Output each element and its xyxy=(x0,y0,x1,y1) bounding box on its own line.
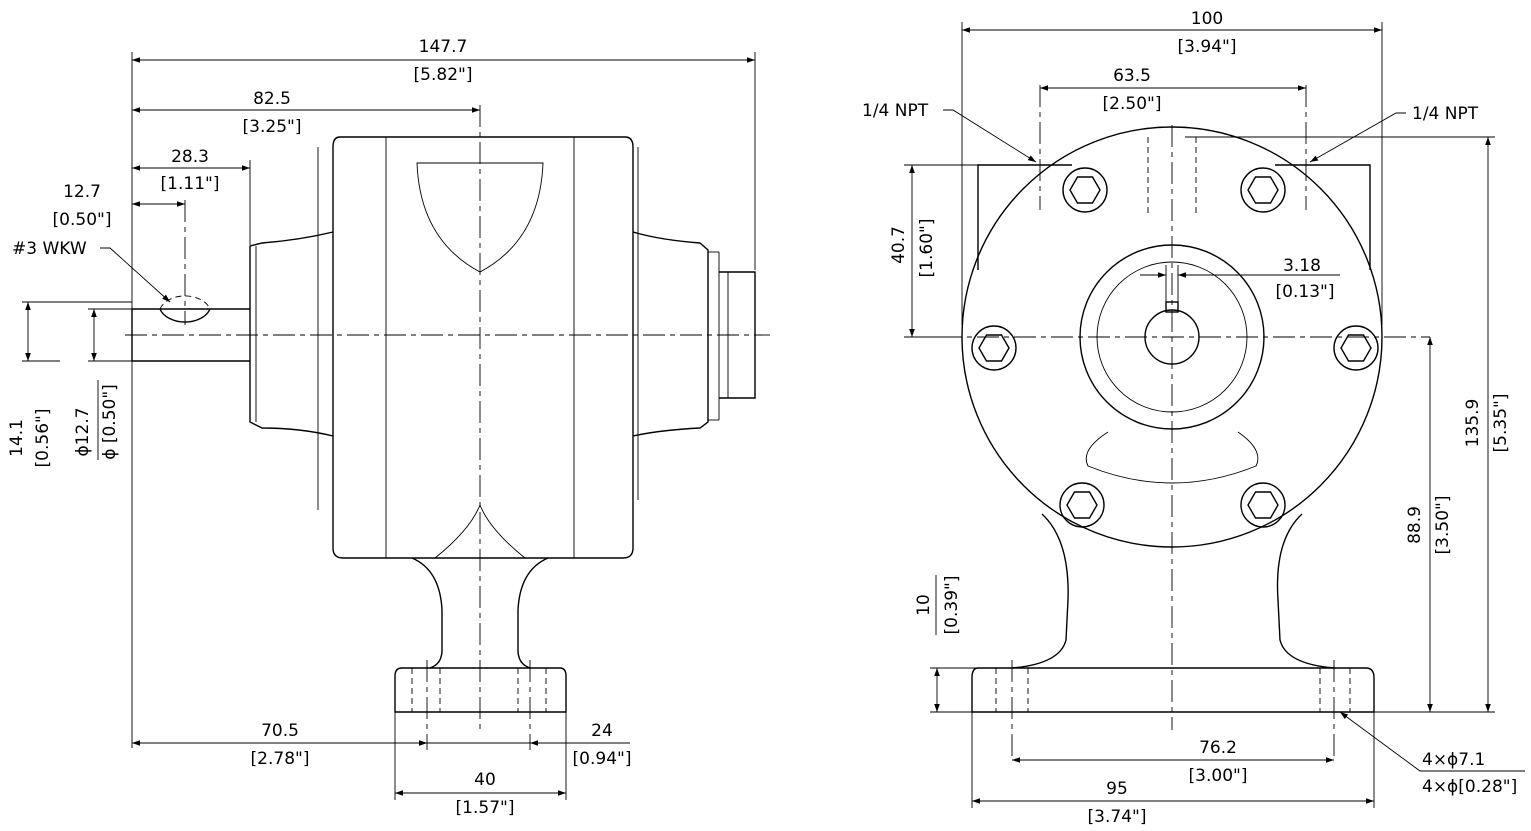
dim-base-thickness-mm: 10 xyxy=(914,594,934,616)
dim-shaft-length-in: [1.11"] xyxy=(161,174,220,194)
bolt-mid-right xyxy=(1333,325,1379,371)
port-label-right: 1/4 NPT xyxy=(1412,104,1479,124)
key-leader xyxy=(100,247,171,303)
dim-port-height-mm: 40.7 xyxy=(889,226,909,264)
dim-shaft-length-mm: 28.3 xyxy=(171,147,209,167)
dim-base-thickness-in: [0.39"] xyxy=(942,576,962,635)
dim-shaft-height-mm: 14.1 xyxy=(7,419,27,457)
bolt-top-left xyxy=(1062,167,1108,213)
port-boss-left xyxy=(977,164,1072,270)
port-label-left: 1/4 NPT xyxy=(862,101,929,121)
port-leader-left xyxy=(943,109,1037,163)
neck-flow-right xyxy=(479,504,526,559)
dim-key-position-in: [0.50"] xyxy=(53,210,112,230)
side-view: 147.7 [5.82"] 82.5 [3.25"] 28.3 [1.11"] … xyxy=(7,37,770,818)
lower-slot xyxy=(1085,431,1259,484)
front-base-plate xyxy=(971,667,1375,713)
dim-to-center-mm: 82.5 xyxy=(253,89,291,109)
dim-flange-width-mm: 100 xyxy=(1191,9,1223,29)
dim-base-length-mm: 95 xyxy=(1106,779,1128,799)
dim-flange-width-in: [3.94"] xyxy=(1178,37,1237,57)
dim-port-spacing-in: [2.50"] xyxy=(1103,94,1162,114)
dim-center-height-in: [3.50"] xyxy=(1433,496,1453,555)
pedestal xyxy=(1011,513,1335,669)
holes-label-mm: 4×ϕ7.1 xyxy=(1422,750,1485,770)
holes-leader xyxy=(1339,711,1525,772)
dim-port-height-in: [1.60"] xyxy=(917,219,937,278)
dim-key-position-mm: 12.7 xyxy=(63,182,101,202)
neck-flow-left xyxy=(434,504,481,559)
base-foot xyxy=(394,667,567,713)
dim-hole-spacing-mm: 24 xyxy=(591,721,613,741)
dim-to-center-in: [3.25"] xyxy=(243,117,302,137)
dim-base-offset-mm: 70.5 xyxy=(261,721,299,741)
front-view: 100 [3.94"] 63.5 [2.50"] 1/4 NPT 1/4 NPT… xyxy=(862,9,1525,827)
key-hidden xyxy=(159,295,211,310)
dim-keyway-in: [0.13"] xyxy=(1276,282,1335,302)
dim-front-hole-spacing-in: [3.00"] xyxy=(1189,766,1248,786)
dim-shaft-diameter-in: ϕ [0.50"] xyxy=(100,384,120,460)
holes-label-in: 4×ϕ[0.28"] xyxy=(1422,777,1517,797)
dim-shaft-height-in: [0.56"] xyxy=(33,409,53,468)
bolt-top-right xyxy=(1240,167,1286,213)
dim-port-spacing-mm: 63.5 xyxy=(1113,66,1151,86)
dim-keyway-mm: 3.18 xyxy=(1283,256,1321,276)
port-boss-right xyxy=(1275,164,1371,270)
neck-outline xyxy=(411,557,549,669)
port-leader-right xyxy=(1309,112,1406,163)
dim-center-height-mm: 88.9 xyxy=(1405,506,1425,544)
bolt-bottom-right xyxy=(1240,482,1286,528)
key-label: #3 WKW xyxy=(12,239,87,259)
dim-overall-length-mm: 147.7 xyxy=(419,37,468,57)
dim-overall-length-in: [5.82"] xyxy=(414,65,473,85)
pump-body-outline xyxy=(332,136,634,559)
dim-base-width-mm: 40 xyxy=(474,770,496,790)
right-hub xyxy=(632,231,709,437)
left-hub xyxy=(249,231,334,437)
dim-base-length-in: [3.74"] xyxy=(1088,807,1147,827)
dim-shaft-diameter-mm: ϕ12.7 xyxy=(73,407,93,456)
dim-base-offset-in: [2.78"] xyxy=(251,749,310,769)
bolt-mid-left xyxy=(971,325,1017,371)
dim-overall-height-mm: 135.9 xyxy=(1463,399,1483,448)
dim-base-width-in: [1.57"] xyxy=(456,798,515,818)
dim-overall-height-in: [5.35"] xyxy=(1491,394,1511,453)
dim-hole-spacing-in: [0.94"] xyxy=(573,749,632,769)
bolt-bottom-left xyxy=(1059,482,1105,528)
dim-front-hole-spacing-mm: 76.2 xyxy=(1199,738,1237,758)
